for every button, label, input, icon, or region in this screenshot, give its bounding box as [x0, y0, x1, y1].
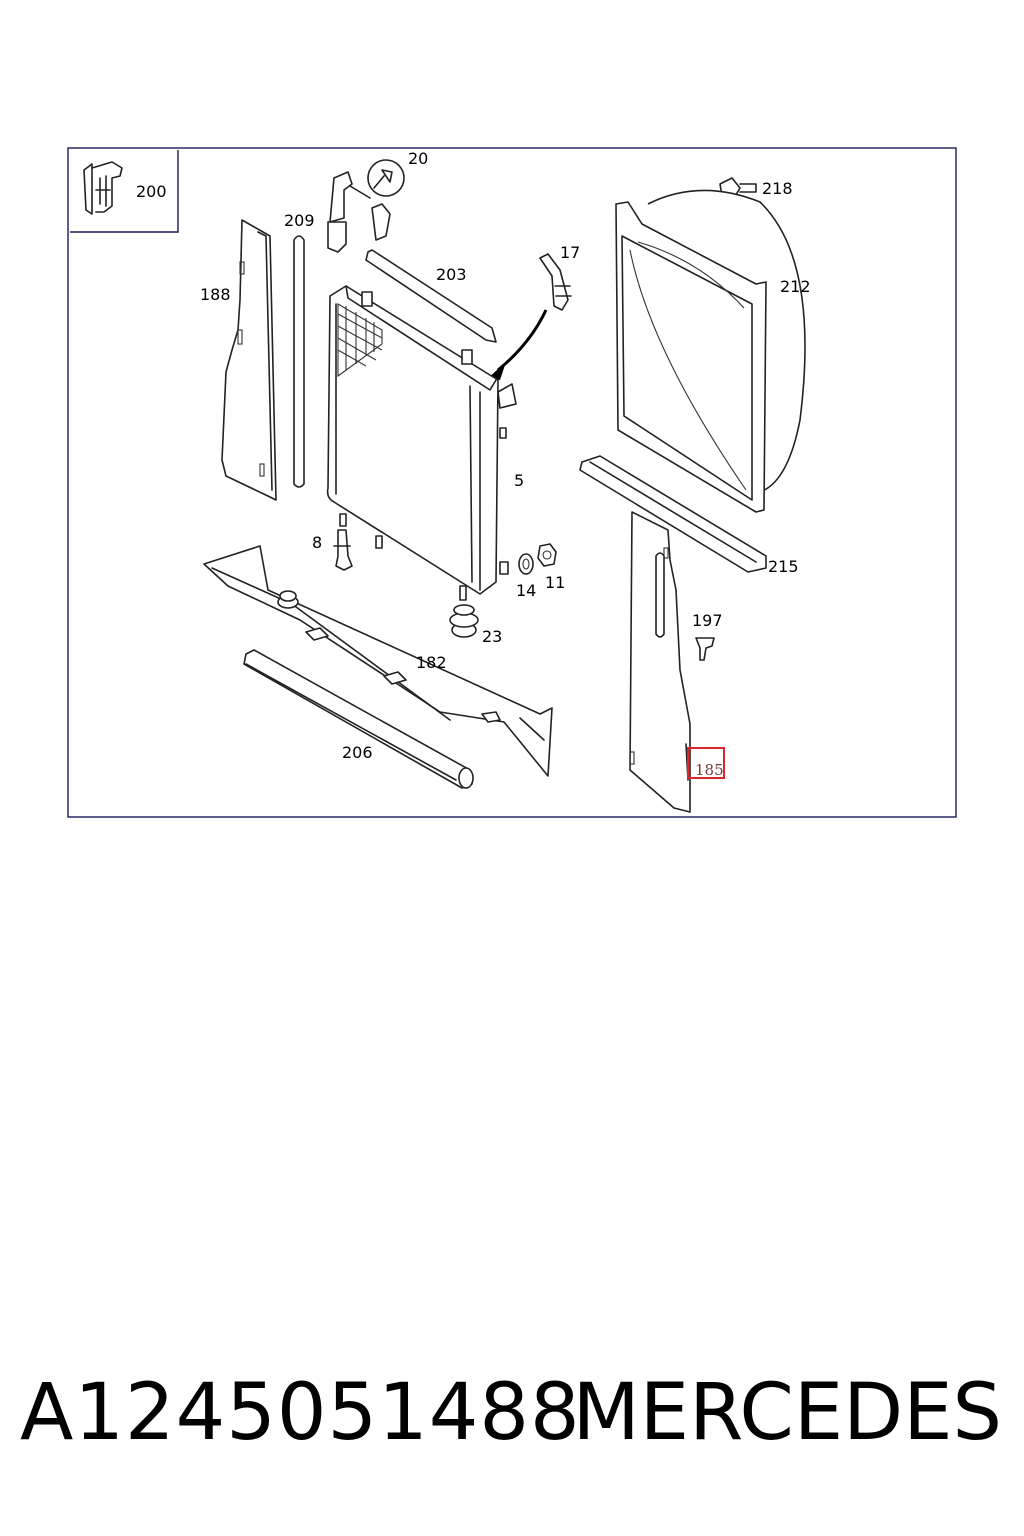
- top-seal-strip: [365, 249, 497, 343]
- lower-crossmember: [203, 545, 553, 777]
- fan-shroud: [615, 189, 806, 513]
- label-203: 203: [436, 265, 467, 284]
- radiator-grille: [337, 303, 383, 378]
- label-215: 215: [768, 557, 799, 576]
- nut: [537, 543, 557, 567]
- label-197: 197: [692, 611, 723, 630]
- label-206: 206: [342, 743, 373, 762]
- radiator: [326, 285, 517, 601]
- label-8: 8: [312, 533, 322, 552]
- brand-name: MERCEDES: [572, 1368, 1003, 1458]
- side-seal-strip: [579, 455, 767, 573]
- label-17: 17: [560, 243, 580, 262]
- label-23: 23: [482, 627, 502, 646]
- label-182: 182: [416, 653, 447, 672]
- part-labels: 20 209 188 203 17 218 212 5 8 14 11 215 …: [200, 149, 811, 762]
- label-11: 11: [545, 573, 565, 592]
- clip-197: [695, 637, 715, 661]
- clip-icon: [83, 161, 123, 215]
- side-panel-left: [221, 219, 277, 501]
- highlight-185[interactable]: 185: [687, 747, 725, 779]
- label-188: 188: [200, 285, 231, 304]
- connection-arrow: [488, 309, 548, 380]
- rubber-mount: [449, 604, 479, 638]
- washer: [518, 553, 534, 575]
- label-20: 20: [408, 149, 428, 168]
- bracket-assembly: [327, 159, 405, 253]
- inset-label: 200: [136, 182, 167, 201]
- part-number: A1245051488: [20, 1368, 581, 1458]
- hose-connector: [539, 253, 572, 311]
- label-14: 14: [516, 581, 536, 600]
- label-5: 5: [514, 471, 524, 490]
- rod: [293, 235, 305, 488]
- diagram-frame: [67, 147, 957, 818]
- inset-box: 200: [70, 150, 179, 233]
- pin-fastener: [333, 529, 353, 571]
- label-218: 218: [762, 179, 793, 198]
- lower-seal-strip: [243, 649, 474, 789]
- side-panel-right: [629, 511, 691, 813]
- label-212: 212: [780, 277, 811, 296]
- label-185: 185: [695, 761, 724, 779]
- label-209: 209: [284, 211, 315, 230]
- highlight-box: [687, 747, 725, 779]
